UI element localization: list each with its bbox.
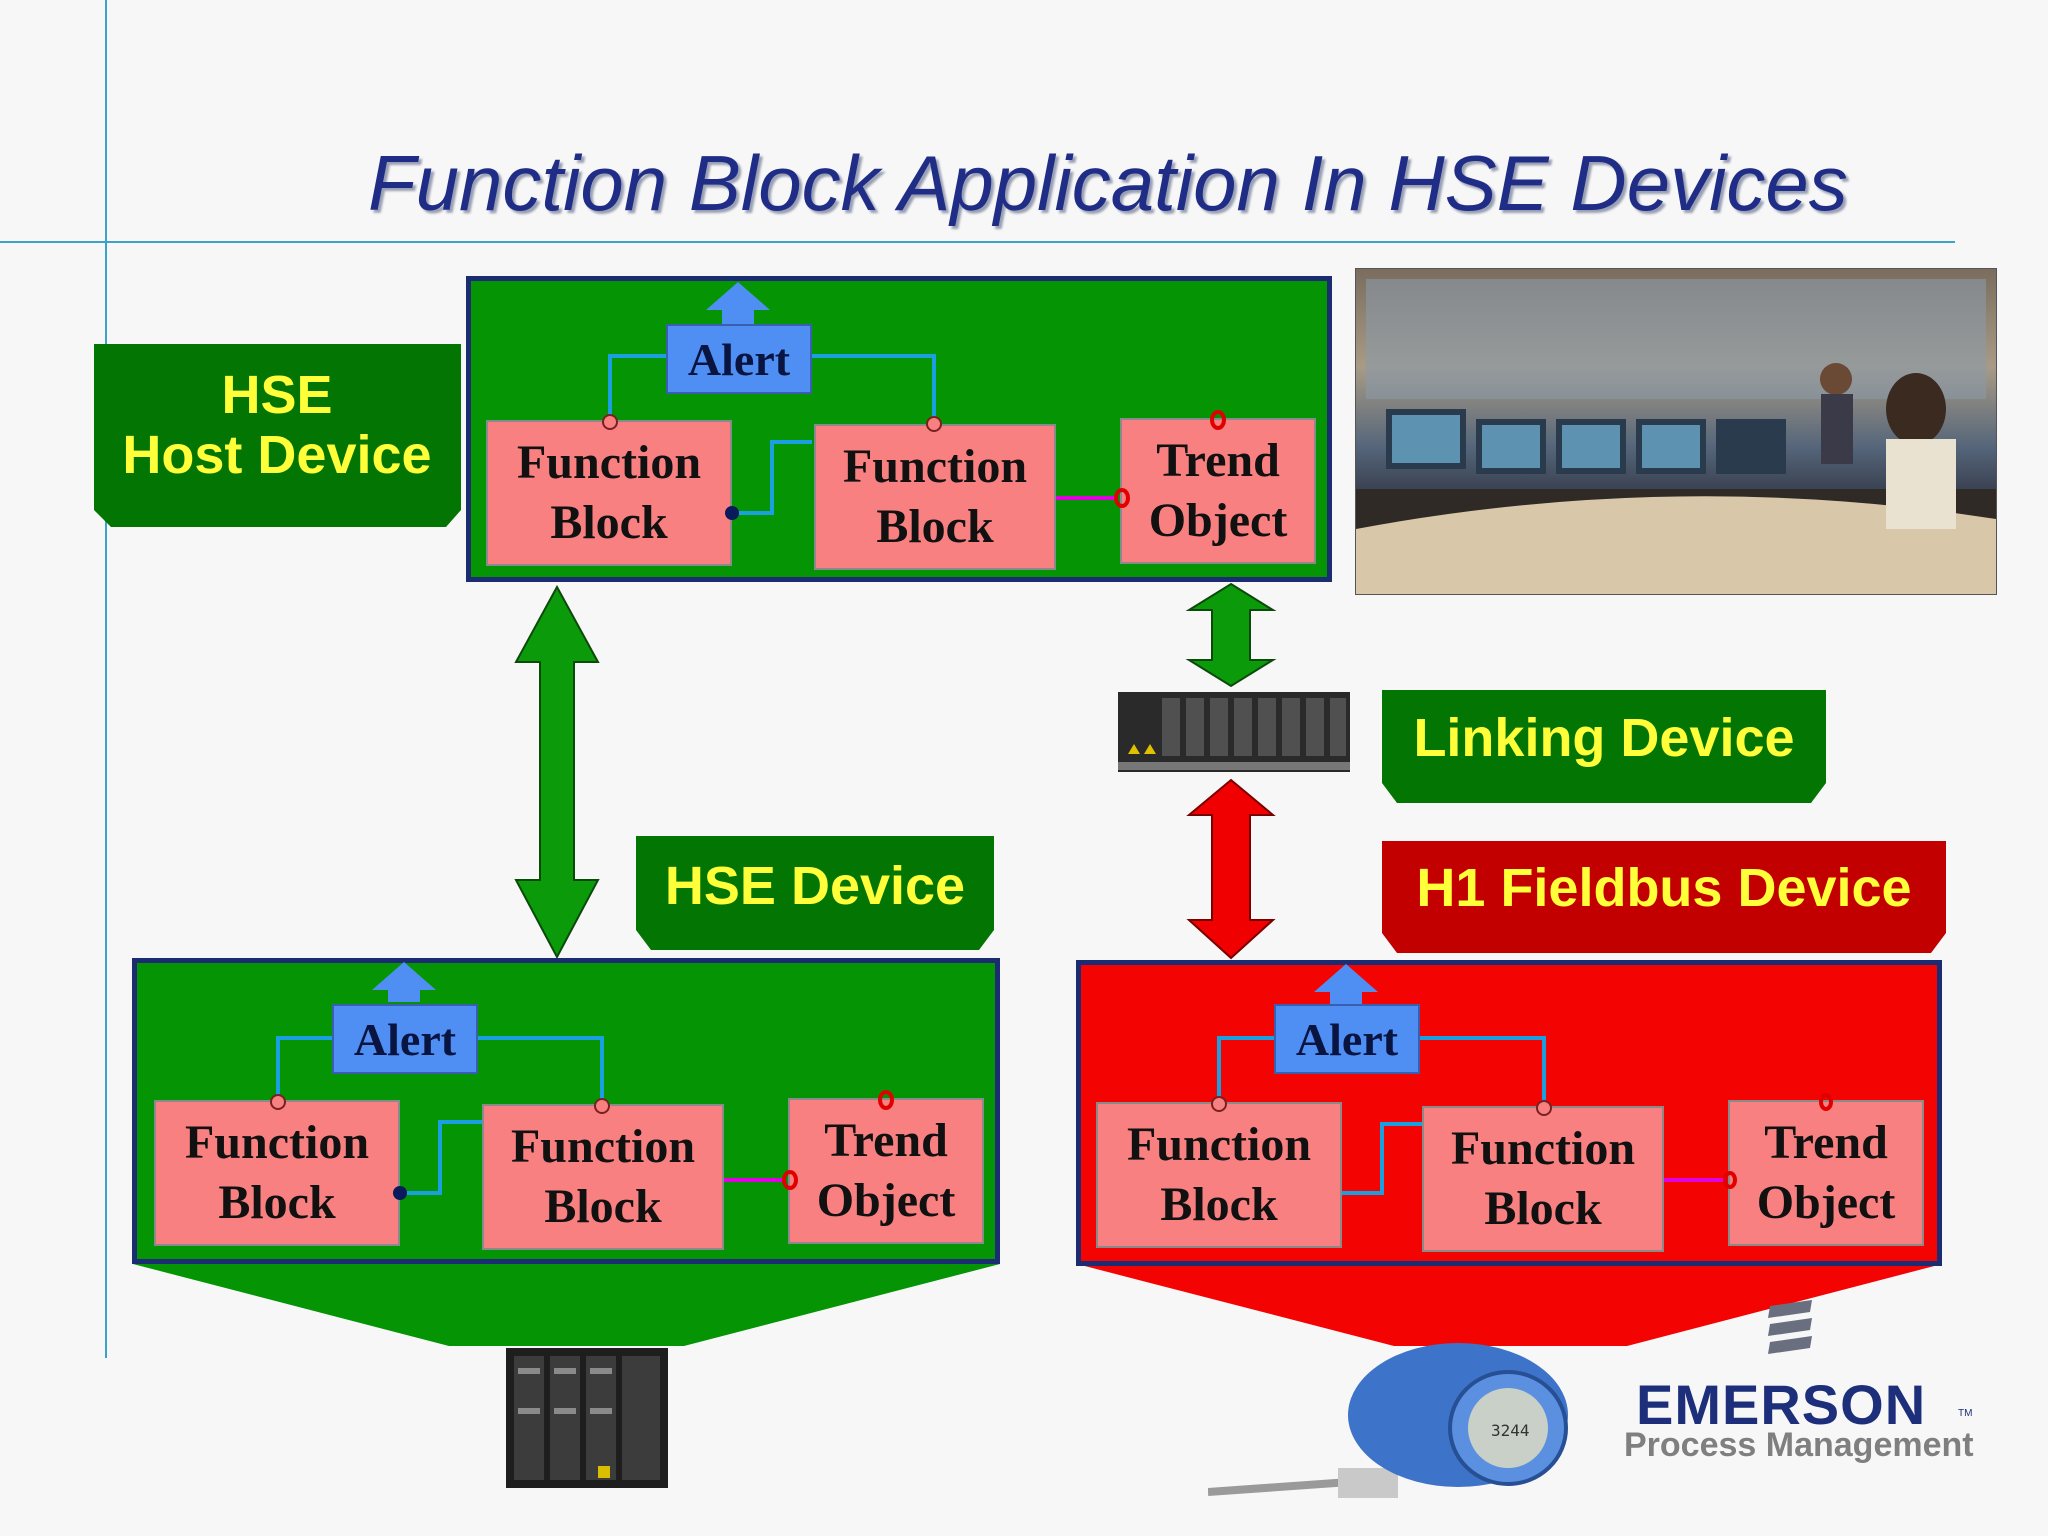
hse-trend-line1: Trend xyxy=(824,1114,948,1167)
host-fb2-line2: Block xyxy=(876,500,994,553)
hse-fb1-line2: Block xyxy=(218,1176,336,1229)
title-rule xyxy=(0,241,1955,243)
host-trend-line1: Trend xyxy=(1156,434,1280,487)
hse-device-label: HSE Device xyxy=(636,846,994,926)
control-room-photo xyxy=(1355,268,1997,595)
host-label-line2: Host Device xyxy=(122,425,432,485)
host-fb1-line2: Block xyxy=(550,496,668,549)
linking-device-image xyxy=(1118,692,1350,772)
emerson-tm: TM xyxy=(1958,1408,1973,1419)
emerson-logo-subtitle: Process Management xyxy=(1624,1426,1974,1464)
h1-trend-line2: Object xyxy=(1756,1176,1896,1229)
hse-controller-image xyxy=(506,1348,668,1488)
transmitter-display-value: 3244 xyxy=(1491,1421,1530,1440)
hse-fb2-line1: Function xyxy=(510,1120,696,1173)
linking-device-label: Linking Device xyxy=(1382,698,1826,778)
hse-fb1-line1: Function xyxy=(184,1116,370,1169)
hse-trend-line2: Object xyxy=(816,1174,956,1227)
hse-device-funnel xyxy=(133,1264,1000,1346)
host-alert-block: Alert xyxy=(666,324,812,394)
emerson-logo-mark-icon xyxy=(1768,1300,1812,1354)
hse-device-label-text: HSE Device xyxy=(664,856,966,916)
host-linking-arrow xyxy=(1185,582,1277,688)
warning-triangle-icon xyxy=(1128,744,1140,754)
h1-fb1-line1: Function xyxy=(1126,1118,1312,1171)
warning-triangle-icon-2 xyxy=(1144,744,1156,754)
h1-fb1-line2: Block xyxy=(1160,1178,1278,1231)
hse-fb2-line2: Block xyxy=(544,1180,662,1233)
h1-device-label: H1 Fieldbus Device xyxy=(1382,848,1946,928)
control-room-illustration xyxy=(1356,279,1996,594)
hse-alert-block: Alert xyxy=(332,1004,478,1074)
linking-device-label-text: Linking Device xyxy=(1413,708,1795,768)
field-transmitter-image: 3244 xyxy=(1208,1343,1568,1498)
h1-trend-line1: Trend xyxy=(1764,1116,1888,1169)
host-fb1-line1: Function xyxy=(516,436,702,489)
hse-link-arrow xyxy=(514,584,600,960)
host-device-label: HSE Host Device xyxy=(96,350,458,500)
h1-device-label-text: H1 Fieldbus Device xyxy=(1416,858,1912,918)
host-trend-line2: Object xyxy=(1148,494,1288,547)
h1-alert-text: Alert xyxy=(1295,1013,1399,1065)
host-fb2-line1: Function xyxy=(842,440,1028,493)
h1-alert-block: Alert xyxy=(1274,1004,1420,1074)
h1-link-arrow xyxy=(1186,778,1276,960)
emerson-logo-text: EMERSON xyxy=(1636,1373,1927,1436)
hse-alert-text: Alert xyxy=(353,1013,457,1065)
left-rule xyxy=(105,0,107,1358)
host-label-line1: HSE xyxy=(221,365,333,425)
page-title: Function Block Application In HSE Device… xyxy=(368,139,1848,227)
h1-fb2-line1: Function xyxy=(1450,1122,1636,1175)
host-alert-text: Alert xyxy=(687,333,791,385)
h1-fb2-line2: Block xyxy=(1484,1182,1602,1235)
